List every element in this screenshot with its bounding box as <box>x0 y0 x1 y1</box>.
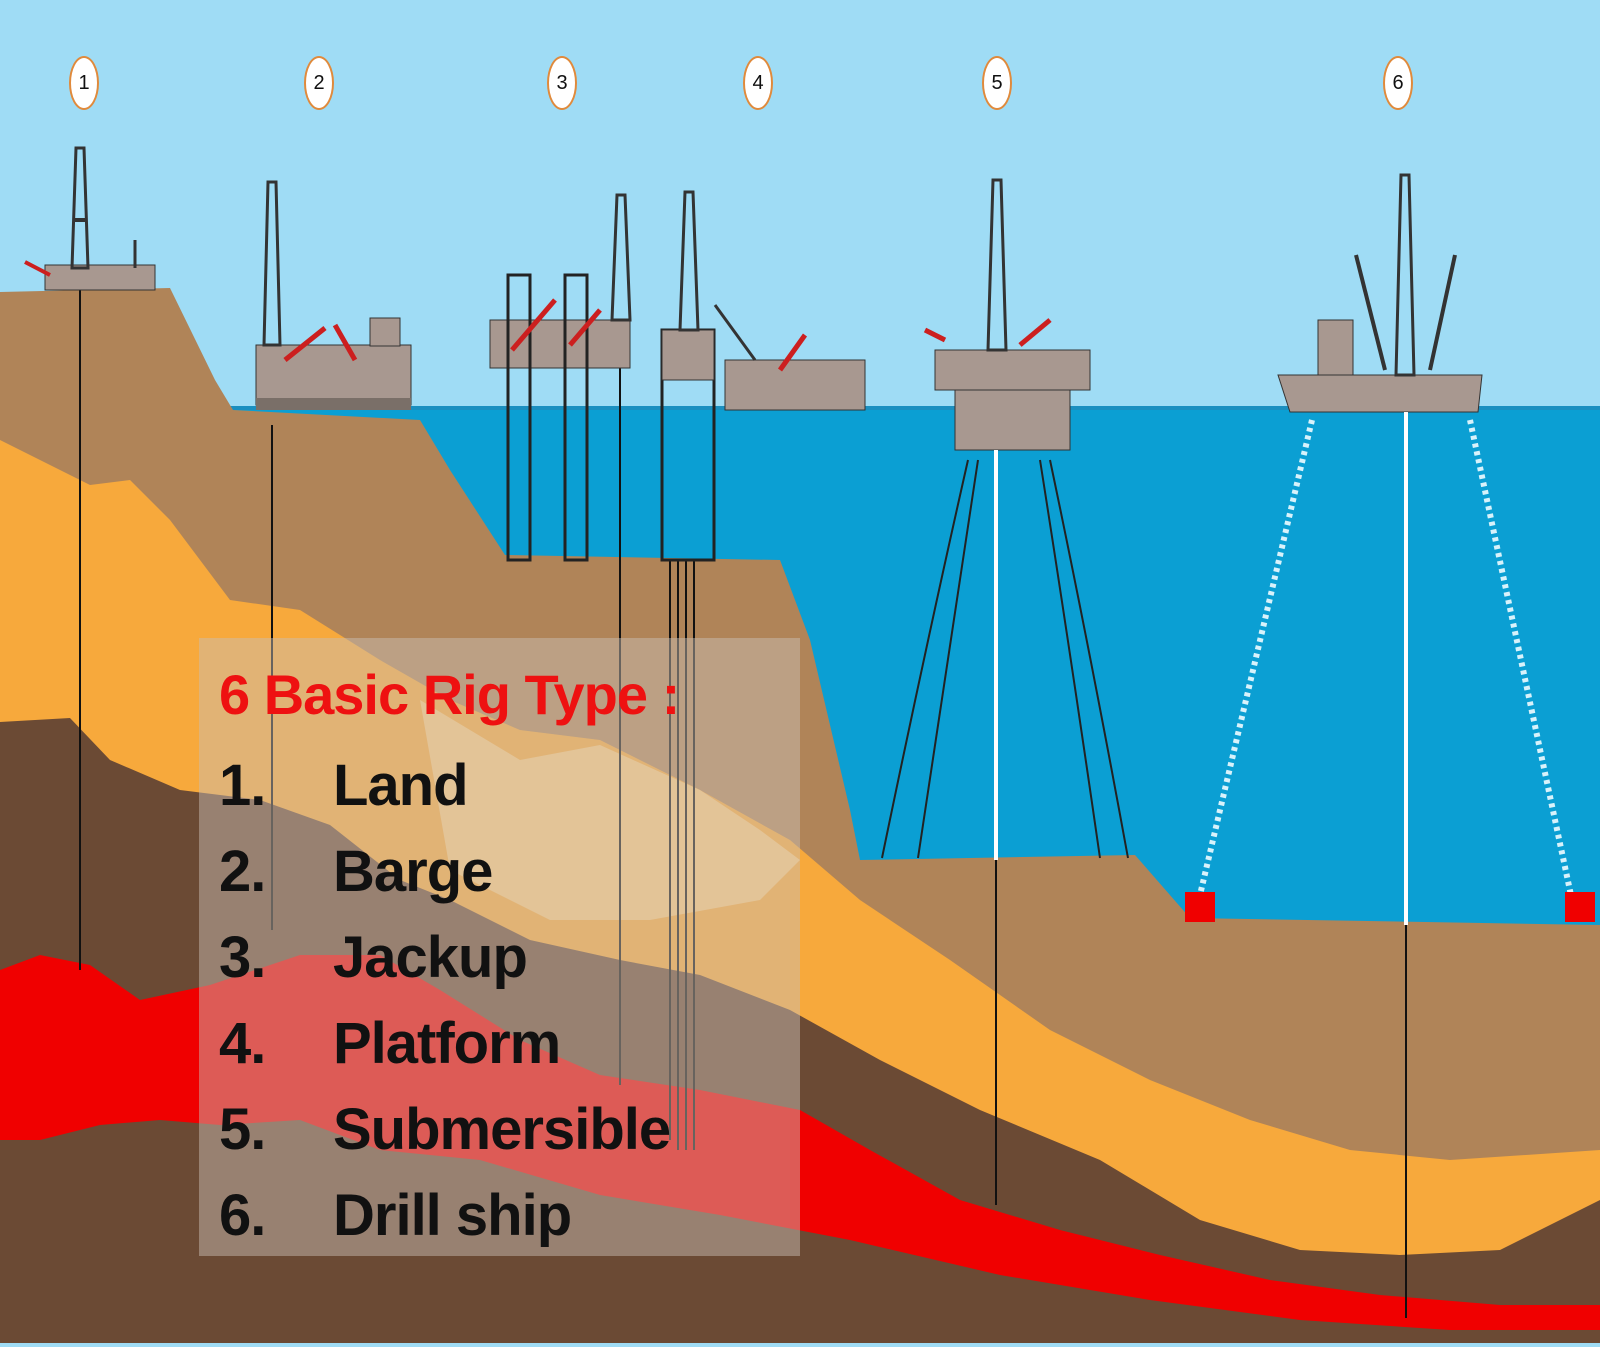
deep-layer <box>0 718 1600 1343</box>
legend-item-label: Submersible <box>333 1096 671 1162</box>
legend-item-label: Land <box>333 752 469 818</box>
legend-item-jackup: 3. Jackup <box>219 914 670 1000</box>
legend-item-label: Platform <box>333 1010 561 1076</box>
light-sand-layer <box>420 700 800 920</box>
legend-item-number: 2. <box>219 838 266 904</box>
legend-item-platform: 4. Platform <box>219 1000 670 1086</box>
legend-item-number: 1. <box>219 752 266 818</box>
legend-title: 6 Basic Rig Type : <box>219 663 680 726</box>
legend-item-barge: 2. Barge <box>219 828 670 914</box>
legend-item-number: 4. <box>219 1010 266 1076</box>
rig-marker-6: 6 <box>1383 56 1413 110</box>
rig-marker-4: 4 <box>743 56 773 110</box>
rig-marker-2: 2 <box>304 56 334 110</box>
legend-item-number: 5. <box>219 1096 266 1162</box>
platform-rig <box>660 190 866 562</box>
legend-item-land: 1. Land <box>219 742 670 828</box>
legend-list: 1. Land 2. Barge 3. Jackup 4. Platform 5. Sub… <box>219 742 671 1258</box>
legend-item-label: Jackup <box>333 924 528 990</box>
legend-item-number: 3. <box>219 924 266 990</box>
barge-rig <box>255 180 412 410</box>
legend-item-label: Drill ship <box>333 1182 572 1248</box>
rig-marker-3: 3 <box>547 56 577 110</box>
rig-marker-5: 5 <box>982 56 1012 110</box>
land-rig <box>24 146 156 291</box>
drill-strings <box>79 290 1407 1318</box>
legend-item-number: 6. <box>219 1182 266 1248</box>
legend-item-label: Barge <box>333 838 493 904</box>
reservoir-layer <box>0 955 1600 1330</box>
submersible-rig <box>881 178 1129 860</box>
drill-ship-rig <box>1185 173 1595 925</box>
rig-marker-1: 1 <box>69 56 99 110</box>
legend-panel: 6 Basic Rig Type : 1. Land 2. Barge 3. Jack… <box>199 638 800 1256</box>
legend-item-drill-ship: 6. Drill ship <box>219 1172 670 1258</box>
jackup-rig <box>489 193 632 562</box>
legend-item-submersible: 5. Submersible <box>219 1086 671 1172</box>
